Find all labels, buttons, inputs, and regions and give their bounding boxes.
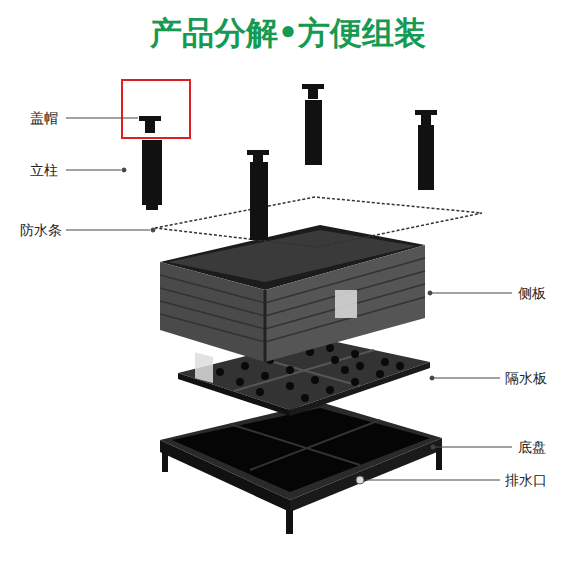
- part-label: 排水口: [505, 471, 547, 489]
- part-label: 侧板: [518, 284, 546, 302]
- title: 产品分解•方便组装: [0, 12, 576, 56]
- base-tray: [160, 402, 442, 534]
- part-label: 隔水板: [505, 369, 547, 387]
- highlight-box: [122, 80, 190, 138]
- part-label: 底盘: [518, 438, 546, 456]
- part-label: 防水条: [20, 221, 62, 239]
- part-label: 立柱: [30, 161, 58, 179]
- posts: [139, 84, 437, 240]
- leader-lines: [66, 118, 512, 480]
- waterproof-strip: [155, 197, 482, 247]
- part-label: 盖帽: [30, 109, 58, 127]
- side-panels: [160, 225, 425, 383]
